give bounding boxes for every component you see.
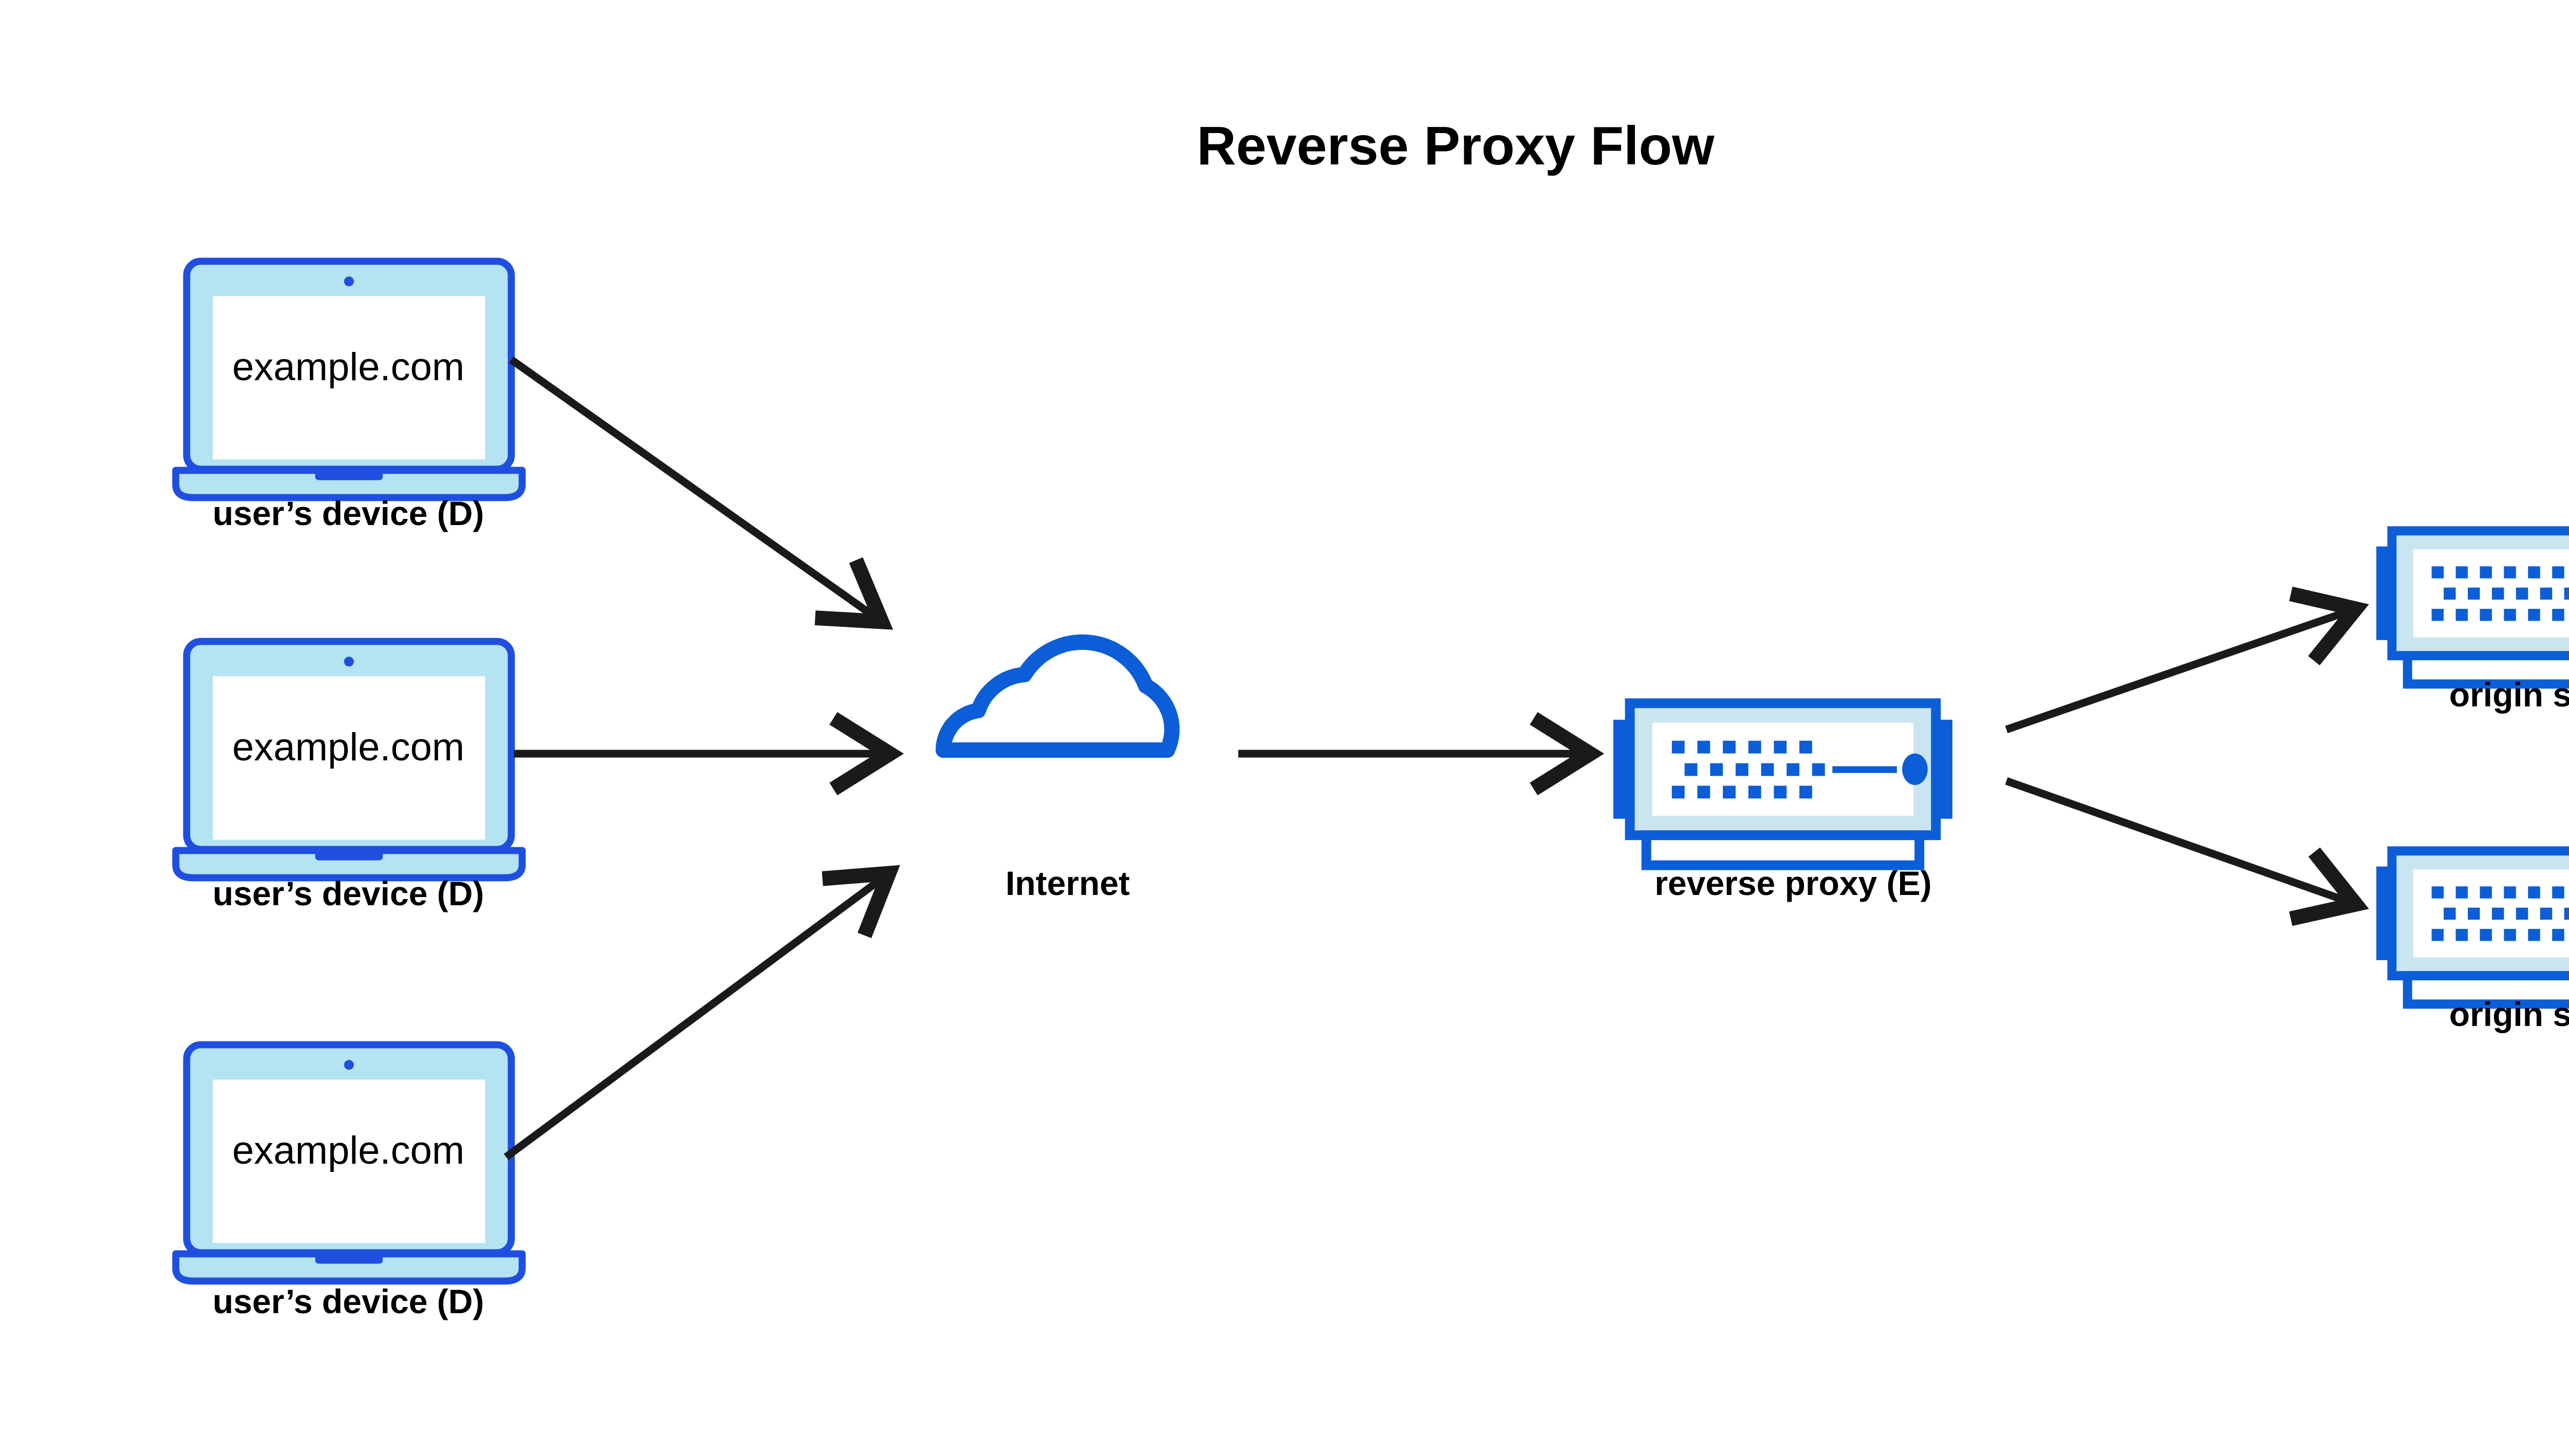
server-icon (2376, 531, 2569, 684)
cloud-icon (943, 642, 1172, 750)
server-icon (2376, 851, 2569, 1004)
device-caption: user’s device (D) (213, 874, 484, 912)
device-screen-text: example.com (232, 345, 464, 389)
user-device-top[interactable]: example.com user’s device (D) (176, 261, 522, 532)
origin-server-top[interactable]: origin server (F) (2376, 531, 2569, 714)
arrow-reverse-proxy-to-origin-bottom (2005, 777, 2369, 926)
arrow-device-bottom-to-internet (504, 865, 900, 1161)
arrow-device-top-to-internet (509, 356, 893, 630)
device-caption: user’s device (D) (213, 494, 484, 532)
arrow-reverse-proxy-to-origin-top (2005, 586, 2369, 734)
internet-cloud[interactable]: Internet (943, 642, 1172, 902)
origin-server-bottom[interactable]: origin server (F) (2376, 851, 2569, 1033)
origin-server-caption: origin server (F) (2449, 676, 2569, 714)
server-icon (1613, 703, 1952, 865)
user-device-bottom[interactable]: example.com user’s device (D) (176, 1044, 522, 1320)
user-device-middle[interactable]: example.com user’s device (D) (176, 641, 522, 912)
cloud-caption: Internet (1006, 864, 1130, 902)
page-title: Reverse Proxy Flow (1197, 116, 1715, 176)
reverse-proxy-node[interactable]: reverse proxy (E) (1613, 703, 1952, 902)
device-caption: user’s device (D) (213, 1282, 484, 1320)
device-screen-text: example.com (232, 725, 464, 769)
device-screen-text: example.com (232, 1129, 464, 1172)
reverse-proxy-caption: reverse proxy (E) (1654, 864, 1931, 902)
origin-server-caption: origin server (F) (2449, 995, 2569, 1033)
